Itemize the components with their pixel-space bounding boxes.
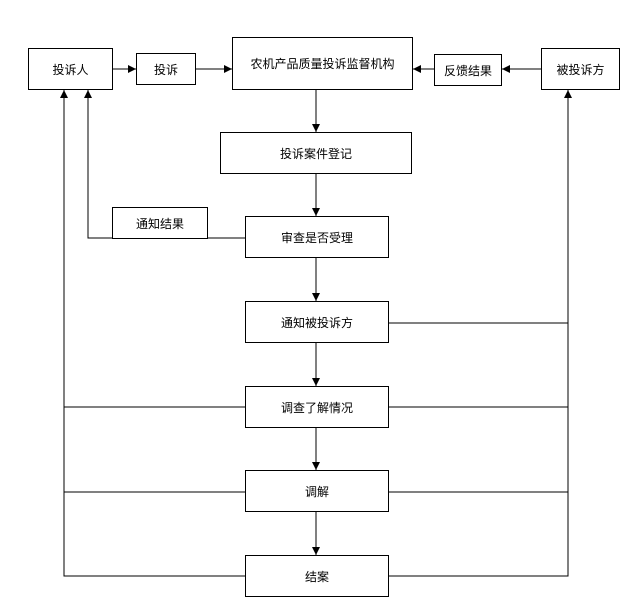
node-complaint: 投诉 [136,53,196,85]
node-close: 结案 [245,555,389,597]
node-feedback: 反馈结果 [434,54,502,86]
node-notify-respondent: 通知被投诉方 [245,301,389,343]
node-notify-result: 通知结果 [112,207,208,239]
node-agency: 农机产品质量投诉监督机构 [232,37,413,90]
node-complainant: 投诉人 [28,48,113,90]
arrow-right-trunk-to-respondent [389,90,572,577]
node-review: 审查是否受理 [245,216,389,258]
arrow-left-trunk-to-complainant [60,90,245,577]
node-investigate: 调查了解情况 [245,386,389,428]
node-register: 投诉案件登记 [220,132,412,174]
node-respondent: 被投诉方 [541,48,620,90]
node-mediate: 调解 [245,470,389,512]
